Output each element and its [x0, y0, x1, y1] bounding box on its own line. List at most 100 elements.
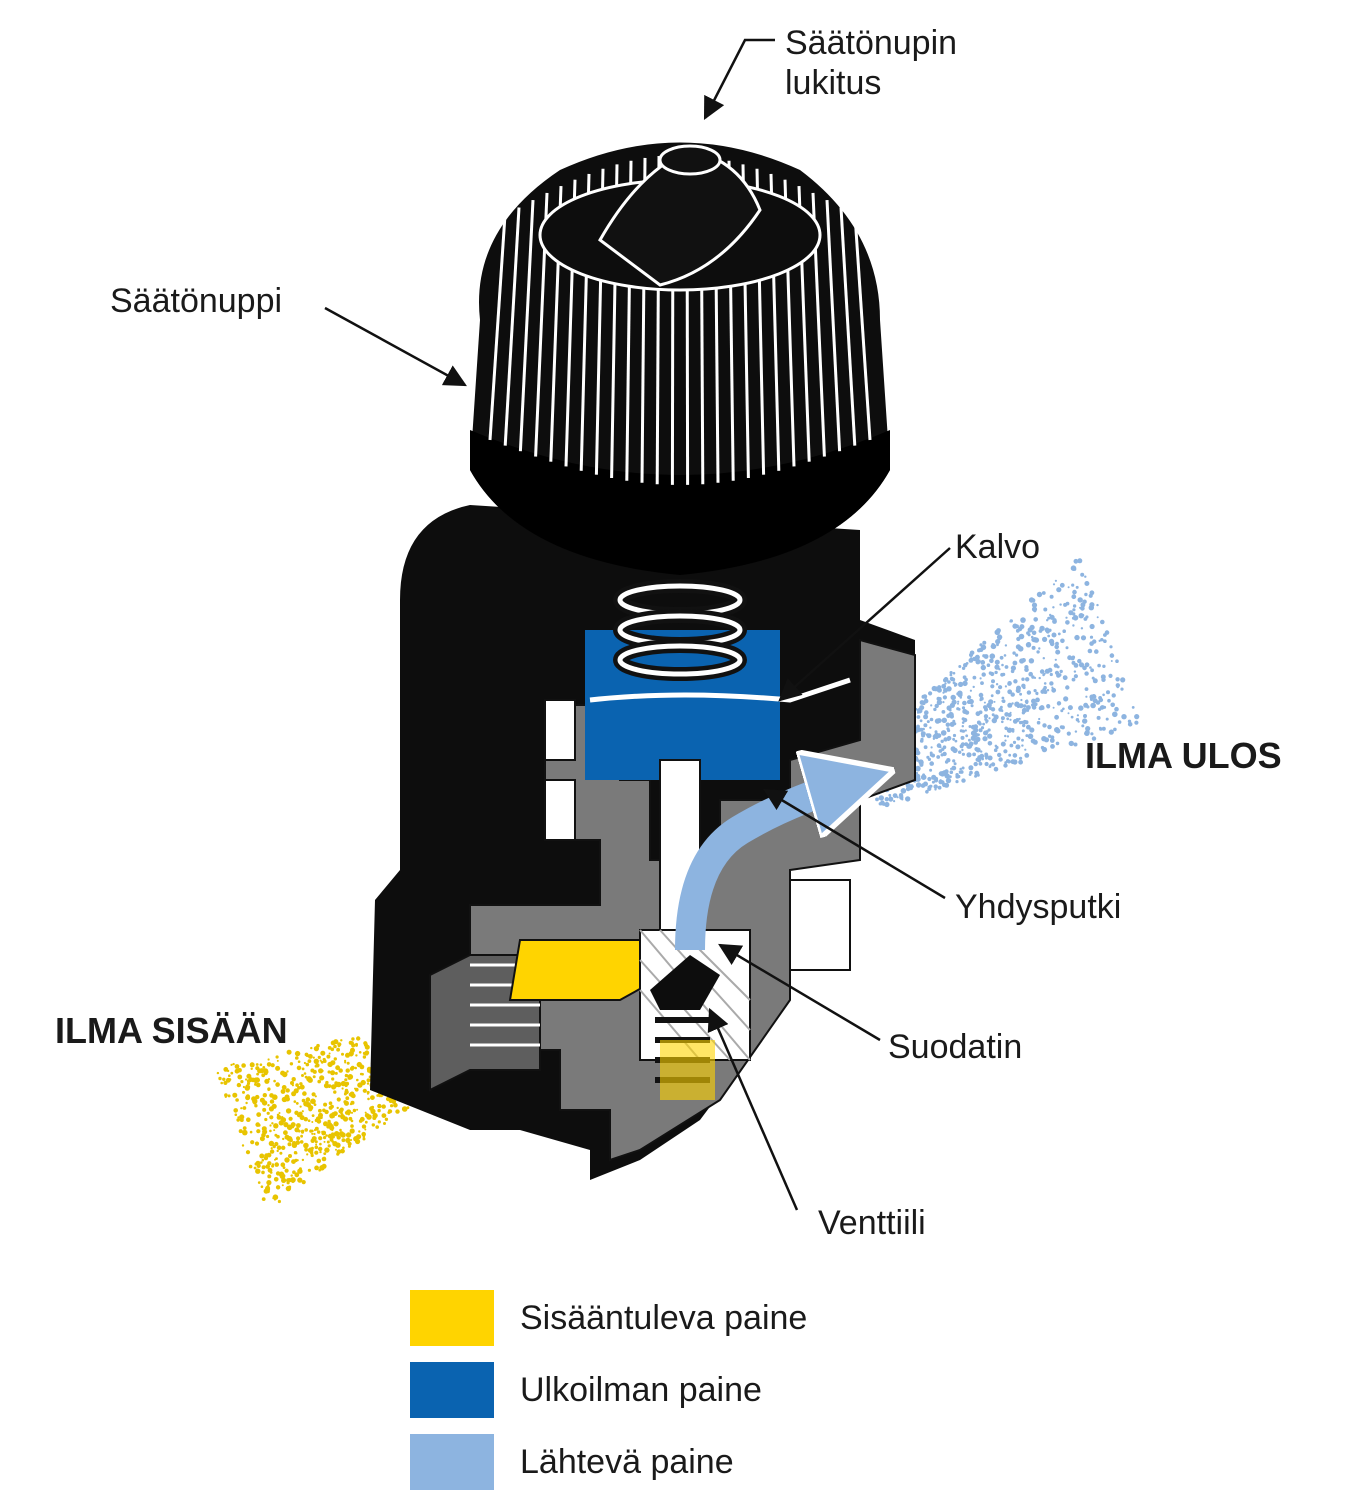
spray-dot: [1046, 689, 1050, 692]
spray-dot: [249, 1130, 253, 1134]
spray-dot: [1031, 645, 1036, 650]
spray-dot: [234, 1068, 240, 1074]
spray-dot: [1049, 738, 1055, 743]
spray-dot: [238, 1118, 241, 1121]
spray-dot: [361, 1131, 367, 1137]
spray-dot: [942, 745, 947, 749]
spray-dot: [347, 1113, 350, 1116]
spray-dot: [1089, 625, 1093, 628]
spray-dot: [285, 1088, 290, 1093]
spray-dot: [1117, 720, 1122, 724]
spray-dot: [294, 1158, 298, 1163]
spray-dot: [952, 696, 956, 700]
spray-dot: [1015, 744, 1021, 750]
spray-dot: [279, 1151, 283, 1155]
spray-dot: [341, 1052, 344, 1056]
spray-dot: [1024, 753, 1030, 758]
spray-dot: [1052, 618, 1057, 623]
spray-dot: [1031, 602, 1038, 608]
spray-dot: [923, 714, 929, 720]
spray-dot: [1001, 720, 1004, 724]
spray-dot: [333, 1121, 339, 1127]
spray-dot: [968, 738, 971, 742]
spray-dot: [291, 1142, 298, 1149]
spray-dot: [275, 1171, 281, 1176]
spray-dot: [1035, 697, 1040, 703]
spray-dot: [1089, 694, 1095, 700]
spray-dot: [1096, 603, 1099, 607]
spray-dot: [1016, 736, 1021, 741]
spray-dot: [357, 1082, 363, 1088]
spray-dot: [225, 1077, 231, 1083]
spray-dot: [993, 714, 999, 720]
spray-dot: [1097, 663, 1101, 668]
spray-dot: [274, 1162, 280, 1167]
spray-dot: [1007, 702, 1013, 708]
spray-dot: [943, 677, 949, 682]
spray-dot: [356, 1134, 362, 1140]
spray-dot: [226, 1069, 230, 1073]
spray-dot: [996, 628, 1001, 633]
spray-dot: [306, 1153, 309, 1156]
spray-dot: [301, 1110, 304, 1113]
spray-dot: [326, 1054, 331, 1059]
spray-dot: [234, 1113, 238, 1116]
spray-dot: [1027, 627, 1033, 633]
spray-dot: [1031, 675, 1035, 679]
spray-dot: [336, 1152, 340, 1156]
spray-dot: [998, 685, 1003, 690]
spray-dot: [944, 682, 947, 685]
spray-dot: [1035, 691, 1039, 696]
spray-dot: [314, 1140, 318, 1144]
spray-dot: [266, 1111, 270, 1115]
spray-dot: [1017, 626, 1023, 632]
spray-dot: [1047, 634, 1051, 638]
spray-dot: [1074, 634, 1080, 641]
spray-dot: [275, 1185, 281, 1190]
knob-lock-pointer: [703, 38, 775, 121]
spray-dot: [1026, 709, 1030, 712]
spray-dot: [1006, 717, 1010, 721]
spray-dot: [319, 1142, 322, 1146]
spray-dot: [1012, 651, 1016, 655]
spray-dot: [919, 719, 923, 723]
spray-dot: [922, 694, 928, 699]
spray-dot: [311, 1121, 314, 1123]
spray-dot: [983, 701, 986, 704]
spray-dot: [1043, 682, 1047, 685]
spray-dot: [300, 1129, 305, 1134]
spray-dot: [1109, 653, 1115, 658]
spray-dot: [314, 1064, 318, 1068]
spray-dot: [988, 717, 991, 720]
valve-label: Venttiili: [818, 1204, 926, 1242]
legend: Sisääntuleva paine Ulkoilman paine Lähte…: [410, 1282, 807, 1498]
spray-dot: [257, 1123, 261, 1127]
spray-dot: [1071, 594, 1077, 600]
spray-dot: [1072, 604, 1077, 608]
spray-dot: [343, 1092, 347, 1096]
spray-dot: [1012, 753, 1018, 758]
spray-dot: [958, 665, 962, 668]
diaphragm-shape: [589, 677, 851, 703]
spray-dot: [294, 1127, 300, 1133]
spray-dot: [317, 1079, 322, 1084]
spray-dot: [1051, 686, 1054, 689]
spray-dot: [940, 753, 944, 757]
spray-dot: [261, 1165, 266, 1170]
spray-dot: [269, 1129, 272, 1133]
spray-dot: [1121, 714, 1127, 720]
spray-dot: [1009, 620, 1012, 623]
spray-dot: [982, 654, 986, 658]
spray-dot: [222, 1077, 226, 1082]
spray-dot: [375, 1125, 380, 1129]
spray-dot: [1070, 715, 1074, 719]
spray-dot: [1025, 677, 1030, 682]
spray-dot: [341, 1138, 346, 1143]
spray-dot: [349, 1041, 354, 1046]
spray-dot: [930, 704, 933, 707]
spray-dot: [1068, 740, 1075, 747]
spray-dot: [924, 698, 928, 701]
spray-dot: [335, 1065, 340, 1071]
spray-dot: [1059, 669, 1063, 674]
spray-dot: [950, 767, 953, 771]
